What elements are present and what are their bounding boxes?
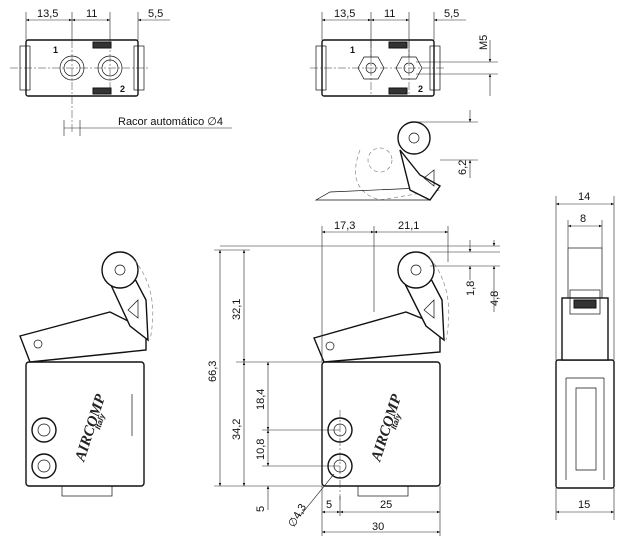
dim-side-14: 14: [578, 191, 590, 203]
dim-top-left-b: 11: [86, 8, 97, 20]
dim-main-w1: 17,3: [334, 220, 355, 232]
top-marker-bar: [92, 41, 112, 49]
main-view-center: AIRCOMP Italy 17,3 21,1 1,8 4,8 6: [207, 220, 501, 536]
port-label-2-b: 2: [418, 84, 423, 94]
dim-top-left-c: 5,5: [148, 8, 163, 20]
dim-mid-h: 18,4: [255, 389, 267, 410]
lever-detail: 6,2: [314, 110, 478, 201]
dim-roller-b: 4,8: [489, 291, 501, 306]
dim-upper-h: 32,1: [231, 299, 243, 320]
dim-side-15: 15: [578, 499, 590, 511]
dim-lever-gap: 6,2: [457, 160, 469, 175]
dim-hole-d: ∅4,3: [286, 502, 309, 530]
dim-top-right-a: 13,5: [334, 8, 355, 20]
lever-arm-center: [313, 311, 441, 363]
top-view-fittings: 1 2 13,5 11 5,5 Racor automático ∅4: [10, 8, 232, 136]
dim-top-left-a: 13,5: [37, 8, 58, 20]
dim-main-w2: 21,1: [398, 220, 419, 232]
dim-top-right-c: 5,5: [444, 8, 459, 20]
dim-roller-a: 1,8: [465, 281, 477, 296]
dim-base-30: 30: [372, 521, 384, 533]
fitting-note: Racor automático ∅4: [118, 116, 223, 128]
port-label-1: 1: [53, 45, 58, 55]
roller-left: [101, 251, 139, 289]
top-view-threaded: 1 2 13,5 11 5,5 M5: [310, 8, 498, 97]
roller-center: [397, 251, 435, 289]
side-body: [555, 359, 615, 489]
dim-top-right-b: 11: [384, 8, 395, 20]
dim-total-h: 66,3: [207, 361, 219, 382]
top-marker-bar-low: [92, 87, 112, 95]
dim-lower-h: 34,2: [231, 419, 243, 440]
dim-bottom-5: 5: [255, 506, 267, 512]
dim-thread: M5: [478, 35, 490, 50]
main-view-left: AIRCOMP Italy: [19, 251, 154, 497]
port-label-1-b: 1: [350, 45, 355, 55]
dim-base-5: 5: [326, 499, 332, 511]
side-view: 14 8 15: [555, 191, 615, 520]
dim-base-25: 25: [380, 499, 392, 511]
port-label-2: 2: [120, 84, 125, 94]
dim-side-8: 8: [580, 213, 586, 225]
dim-hole-h: 10,8: [255, 439, 267, 460]
